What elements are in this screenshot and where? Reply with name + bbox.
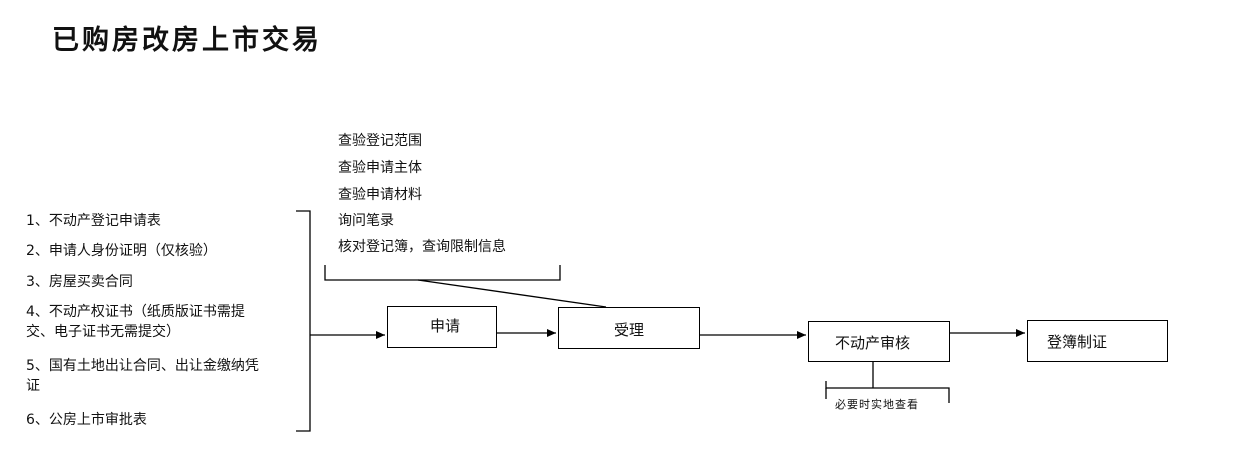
check-item: 核对登记簿，查询限制信息 xyxy=(338,239,506,255)
check-item: 查验申请材料 xyxy=(338,187,422,203)
review-note: 必要时实地查看 xyxy=(835,398,919,411)
document-item: 6、公房上市审批表 xyxy=(26,412,147,428)
checks-connector xyxy=(417,279,607,308)
document-item: 3、房屋买卖合同 xyxy=(26,274,133,290)
step-review: 不动产审核 xyxy=(808,321,950,362)
document-item: 1、不动产登记申请表 xyxy=(26,213,161,229)
check-item: 查验申请主体 xyxy=(338,160,422,176)
step-apply-label: 申请 xyxy=(430,317,461,335)
step-review-label: 不动产审核 xyxy=(835,334,911,352)
step-accept: 受理 xyxy=(558,307,700,349)
document-item: 4、不动产权证书（纸质版证书需提交、电子证书无需提交） xyxy=(26,304,245,340)
step-apply: 申请 xyxy=(387,306,497,348)
documents-bracket xyxy=(296,210,311,432)
check-item: 询问笔录 xyxy=(338,213,394,229)
step-register-label: 登簿制证 xyxy=(1047,333,1108,351)
checks-bracket xyxy=(324,265,561,281)
page-title: 已购房改房上市交易 xyxy=(52,25,322,56)
step-register: 登簿制证 xyxy=(1027,320,1168,362)
document-item: 5、国有土地出让合同、出让金缴纳凭证 xyxy=(26,358,259,394)
step-accept-label: 受理 xyxy=(614,321,645,339)
document-item: 2、申请人身份证明（仅核验） xyxy=(26,243,217,259)
check-item: 查验登记范围 xyxy=(338,133,422,149)
note-bracket xyxy=(825,381,950,403)
